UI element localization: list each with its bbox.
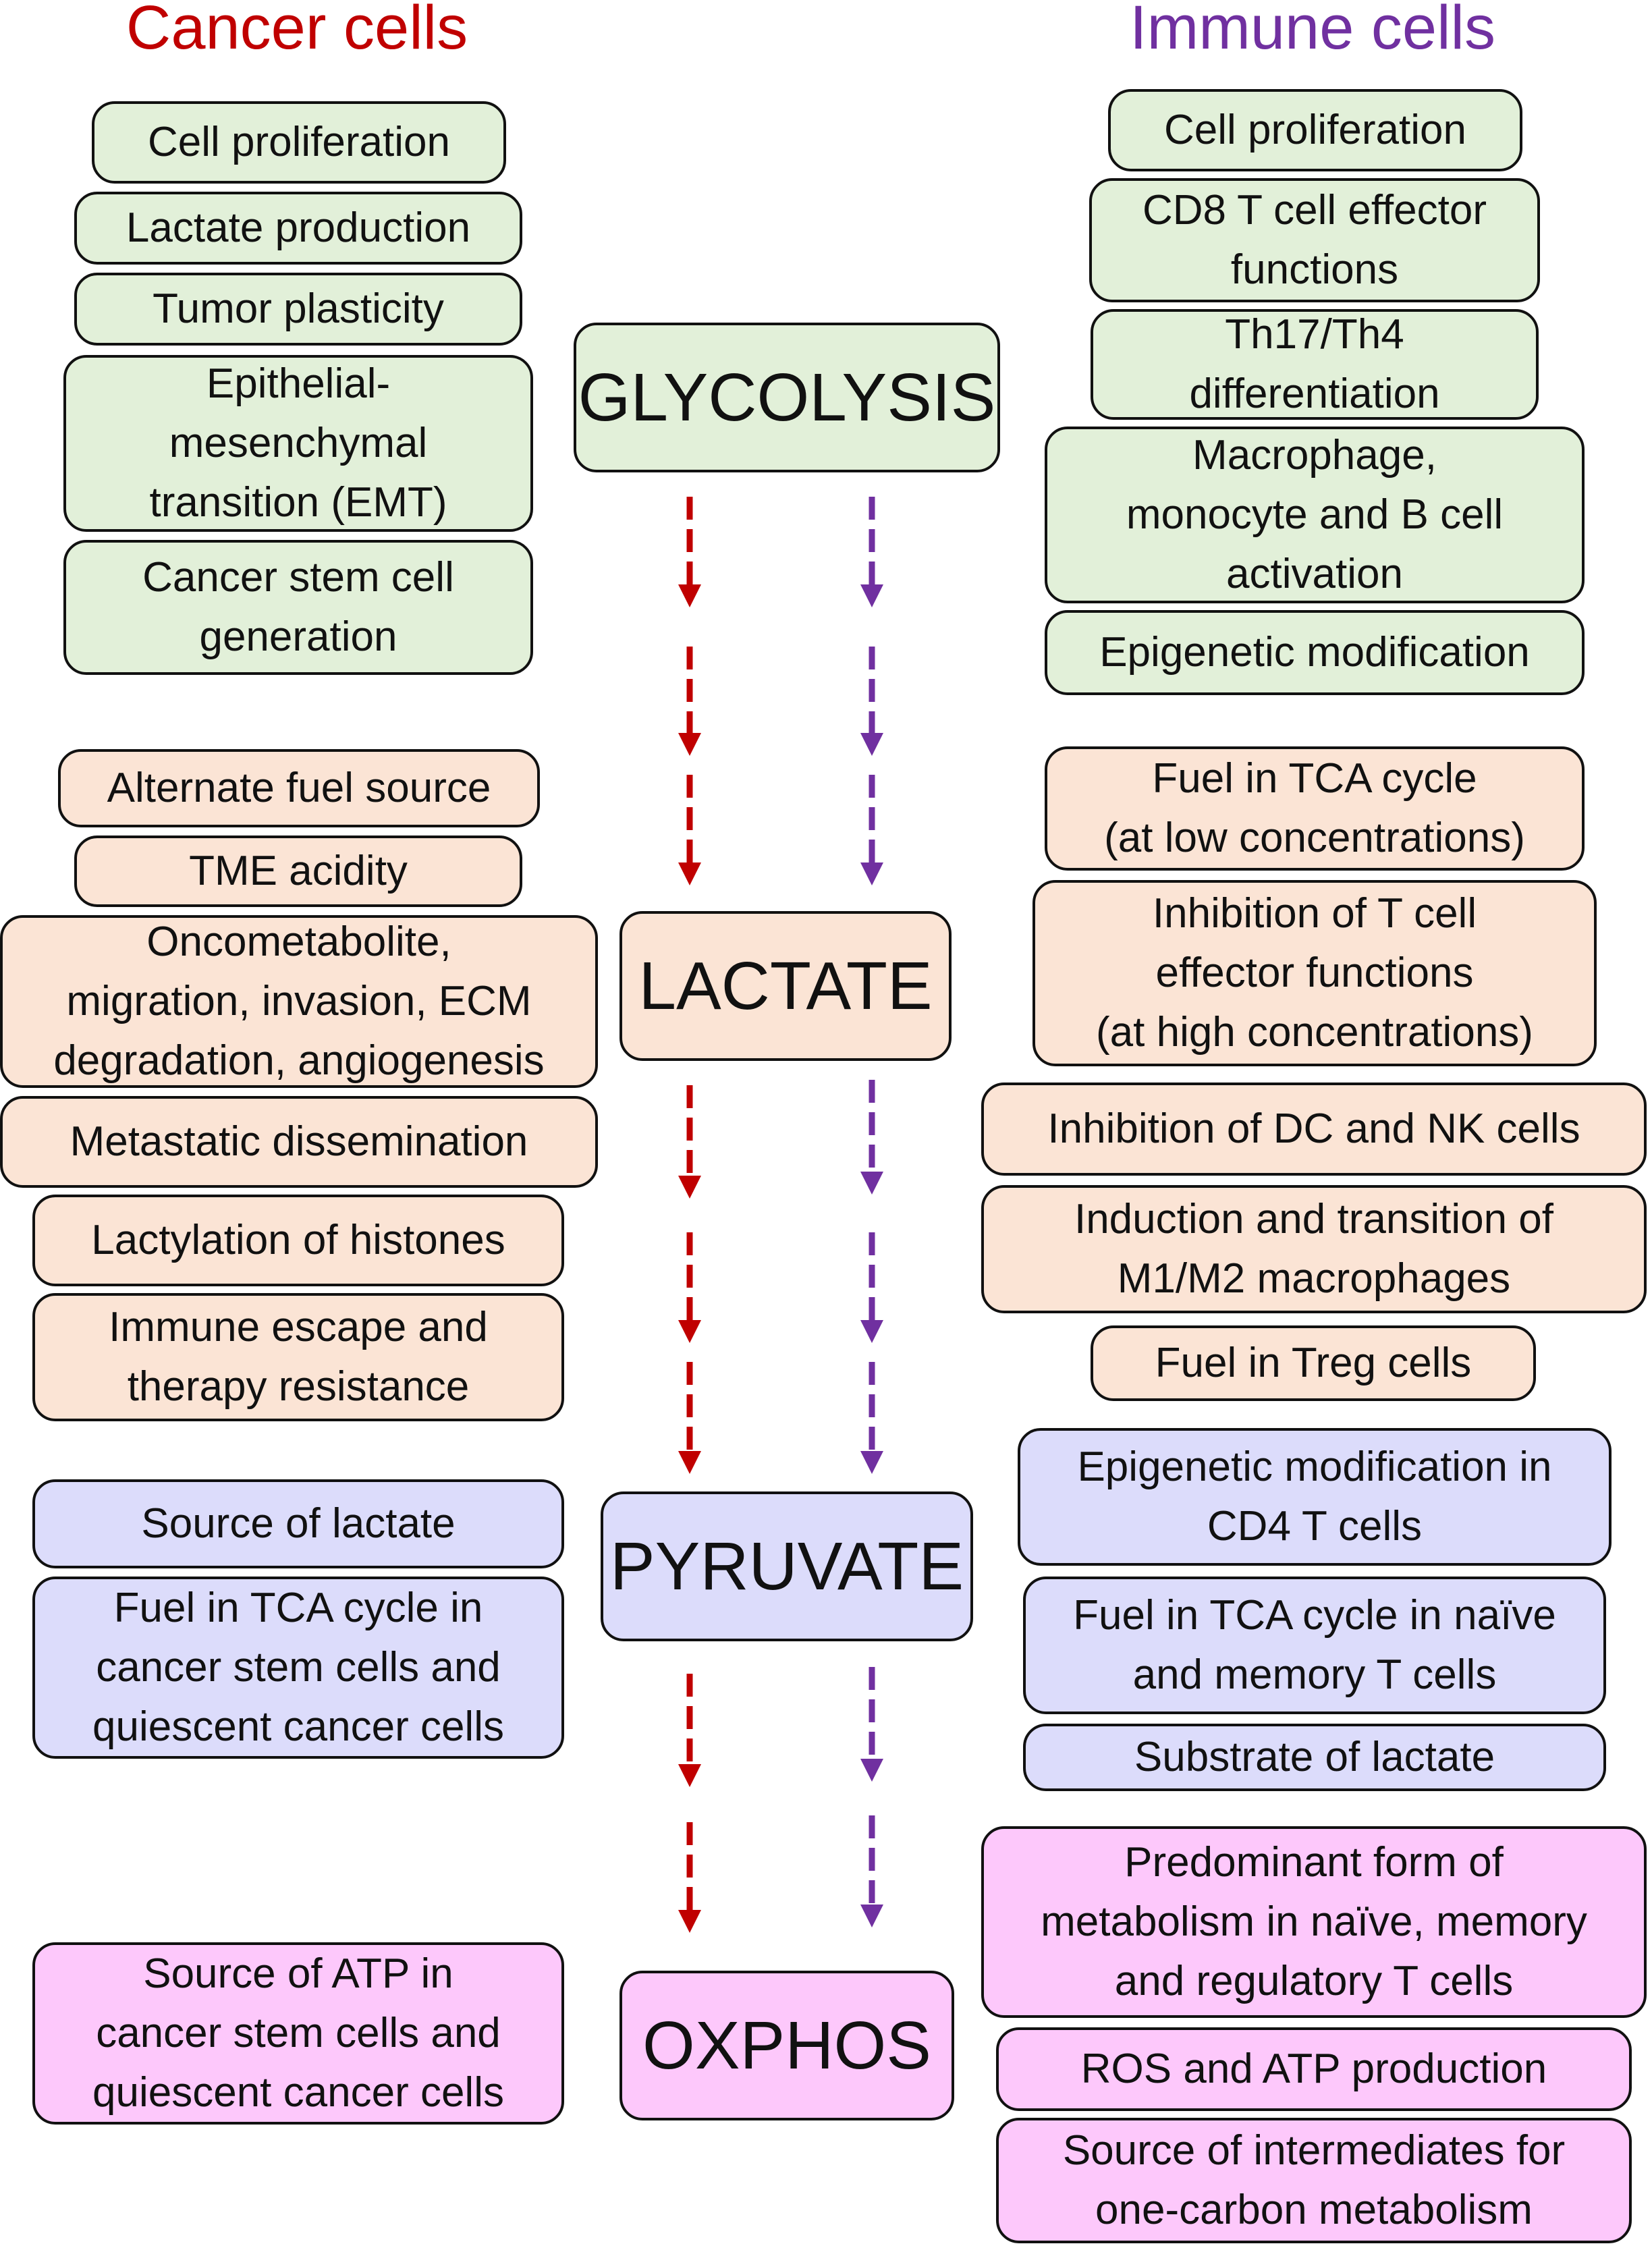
cancer-arrow-head	[678, 1764, 701, 1787]
cancer-lactate-item: Metastatic dissemination	[0, 1096, 598, 1188]
immune-lactate-item: Inhibition of DC and NK cells	[981, 1083, 1647, 1176]
immune-cells-header: Immune cells	[1130, 0, 1495, 62]
immune-glycolysis-item: Macrophage, monocyte and B cell activati…	[1045, 427, 1585, 603]
cancer-glycolysis-item: Cell proliferation	[92, 101, 506, 184]
cancer-arrow-head	[678, 1451, 701, 1474]
cancer-lactate-item: Oncometabolite, migration, invasion, ECM…	[0, 915, 598, 1088]
immune-arrow-head	[860, 1172, 883, 1195]
cancer-pyruvate-item: Source of lactate	[32, 1479, 564, 1568]
immune-arrow-head	[860, 1451, 883, 1474]
immune-glycolysis-item: CD8 T cell effector functions	[1089, 178, 1540, 302]
immune-oxphos-item: Predominant form of metabolism in naïve,…	[981, 1826, 1647, 2018]
immune-lactate-item: Induction and transition of M1/M2 macrop…	[981, 1185, 1647, 1313]
cancer-arrow-head	[678, 1910, 701, 1933]
cancer-glycolysis-item: Lactate production	[74, 192, 522, 265]
cancer-glycolysis-item: Tumor plasticity	[74, 273, 522, 346]
immune-arrow-head	[860, 584, 883, 607]
glycolysis-box: GLYCOLYSIS	[574, 323, 1000, 472]
immune-arrow-head	[860, 1320, 883, 1343]
cancer-oxphos-item: Source of ATP in cancer stem cells and q…	[32, 1942, 564, 2125]
immune-arrow-head	[860, 862, 883, 885]
cancer-lactate-item: Lactylation of histones	[32, 1195, 564, 1286]
immune-glycolysis-item: Th17/Th4 differentiation	[1091, 309, 1539, 420]
immune-arrow-head	[860, 1759, 883, 1782]
cancer-lactate-item: Alternate fuel source	[58, 749, 540, 827]
cancer-arrow-head	[678, 1176, 701, 1199]
pyruvate-box: PYRUVATE	[601, 1491, 973, 1641]
immune-lactate-item: Fuel in TCA cycle (at low concentrations…	[1045, 746, 1585, 871]
cancer-glycolysis-item: Epithelial- mesenchymal transition (EMT)	[63, 355, 533, 532]
immune-lactate-item: Fuel in Treg cells	[1091, 1325, 1536, 1401]
immune-glycolysis-item: Cell proliferation	[1108, 89, 1522, 171]
lactate-box: LACTATE	[620, 911, 952, 1061]
immune-arrow-head	[860, 733, 883, 756]
immune-arrow-head	[860, 1905, 883, 1927]
immune-oxphos-item: Source of intermediates for one-carbon m…	[996, 2118, 1632, 2243]
immune-pyruvate-item: Epigenetic modification in CD4 T cells	[1018, 1428, 1612, 1566]
cancer-arrow-head	[678, 584, 701, 607]
immune-glycolysis-item: Epigenetic modification	[1045, 610, 1585, 695]
immune-oxphos-item: ROS and ATP production	[996, 2027, 1632, 2111]
cancer-pyruvate-item: Fuel in TCA cycle in cancer stem cells a…	[32, 1577, 564, 1759]
cancer-arrow-head	[678, 1320, 701, 1343]
cancer-lactate-item: Immune escape and therapy resistance	[32, 1293, 564, 1421]
cancer-arrow-head	[678, 733, 701, 756]
cancer-arrow-head	[678, 862, 701, 885]
cancer-lactate-item: TME acidity	[74, 836, 522, 907]
immune-pyruvate-item: Fuel in TCA cycle in naïve and memory T …	[1023, 1577, 1606, 1714]
cancer-glycolysis-item: Cancer stem cell generation	[63, 540, 533, 675]
immune-pyruvate-item: Substrate of lactate	[1023, 1724, 1606, 1791]
immune-lactate-item: Inhibition of T cell effector functions …	[1032, 880, 1597, 1066]
cancer-cells-header: Cancer cells	[126, 0, 468, 62]
oxphos-box: OXPHOS	[620, 1971, 954, 2120]
